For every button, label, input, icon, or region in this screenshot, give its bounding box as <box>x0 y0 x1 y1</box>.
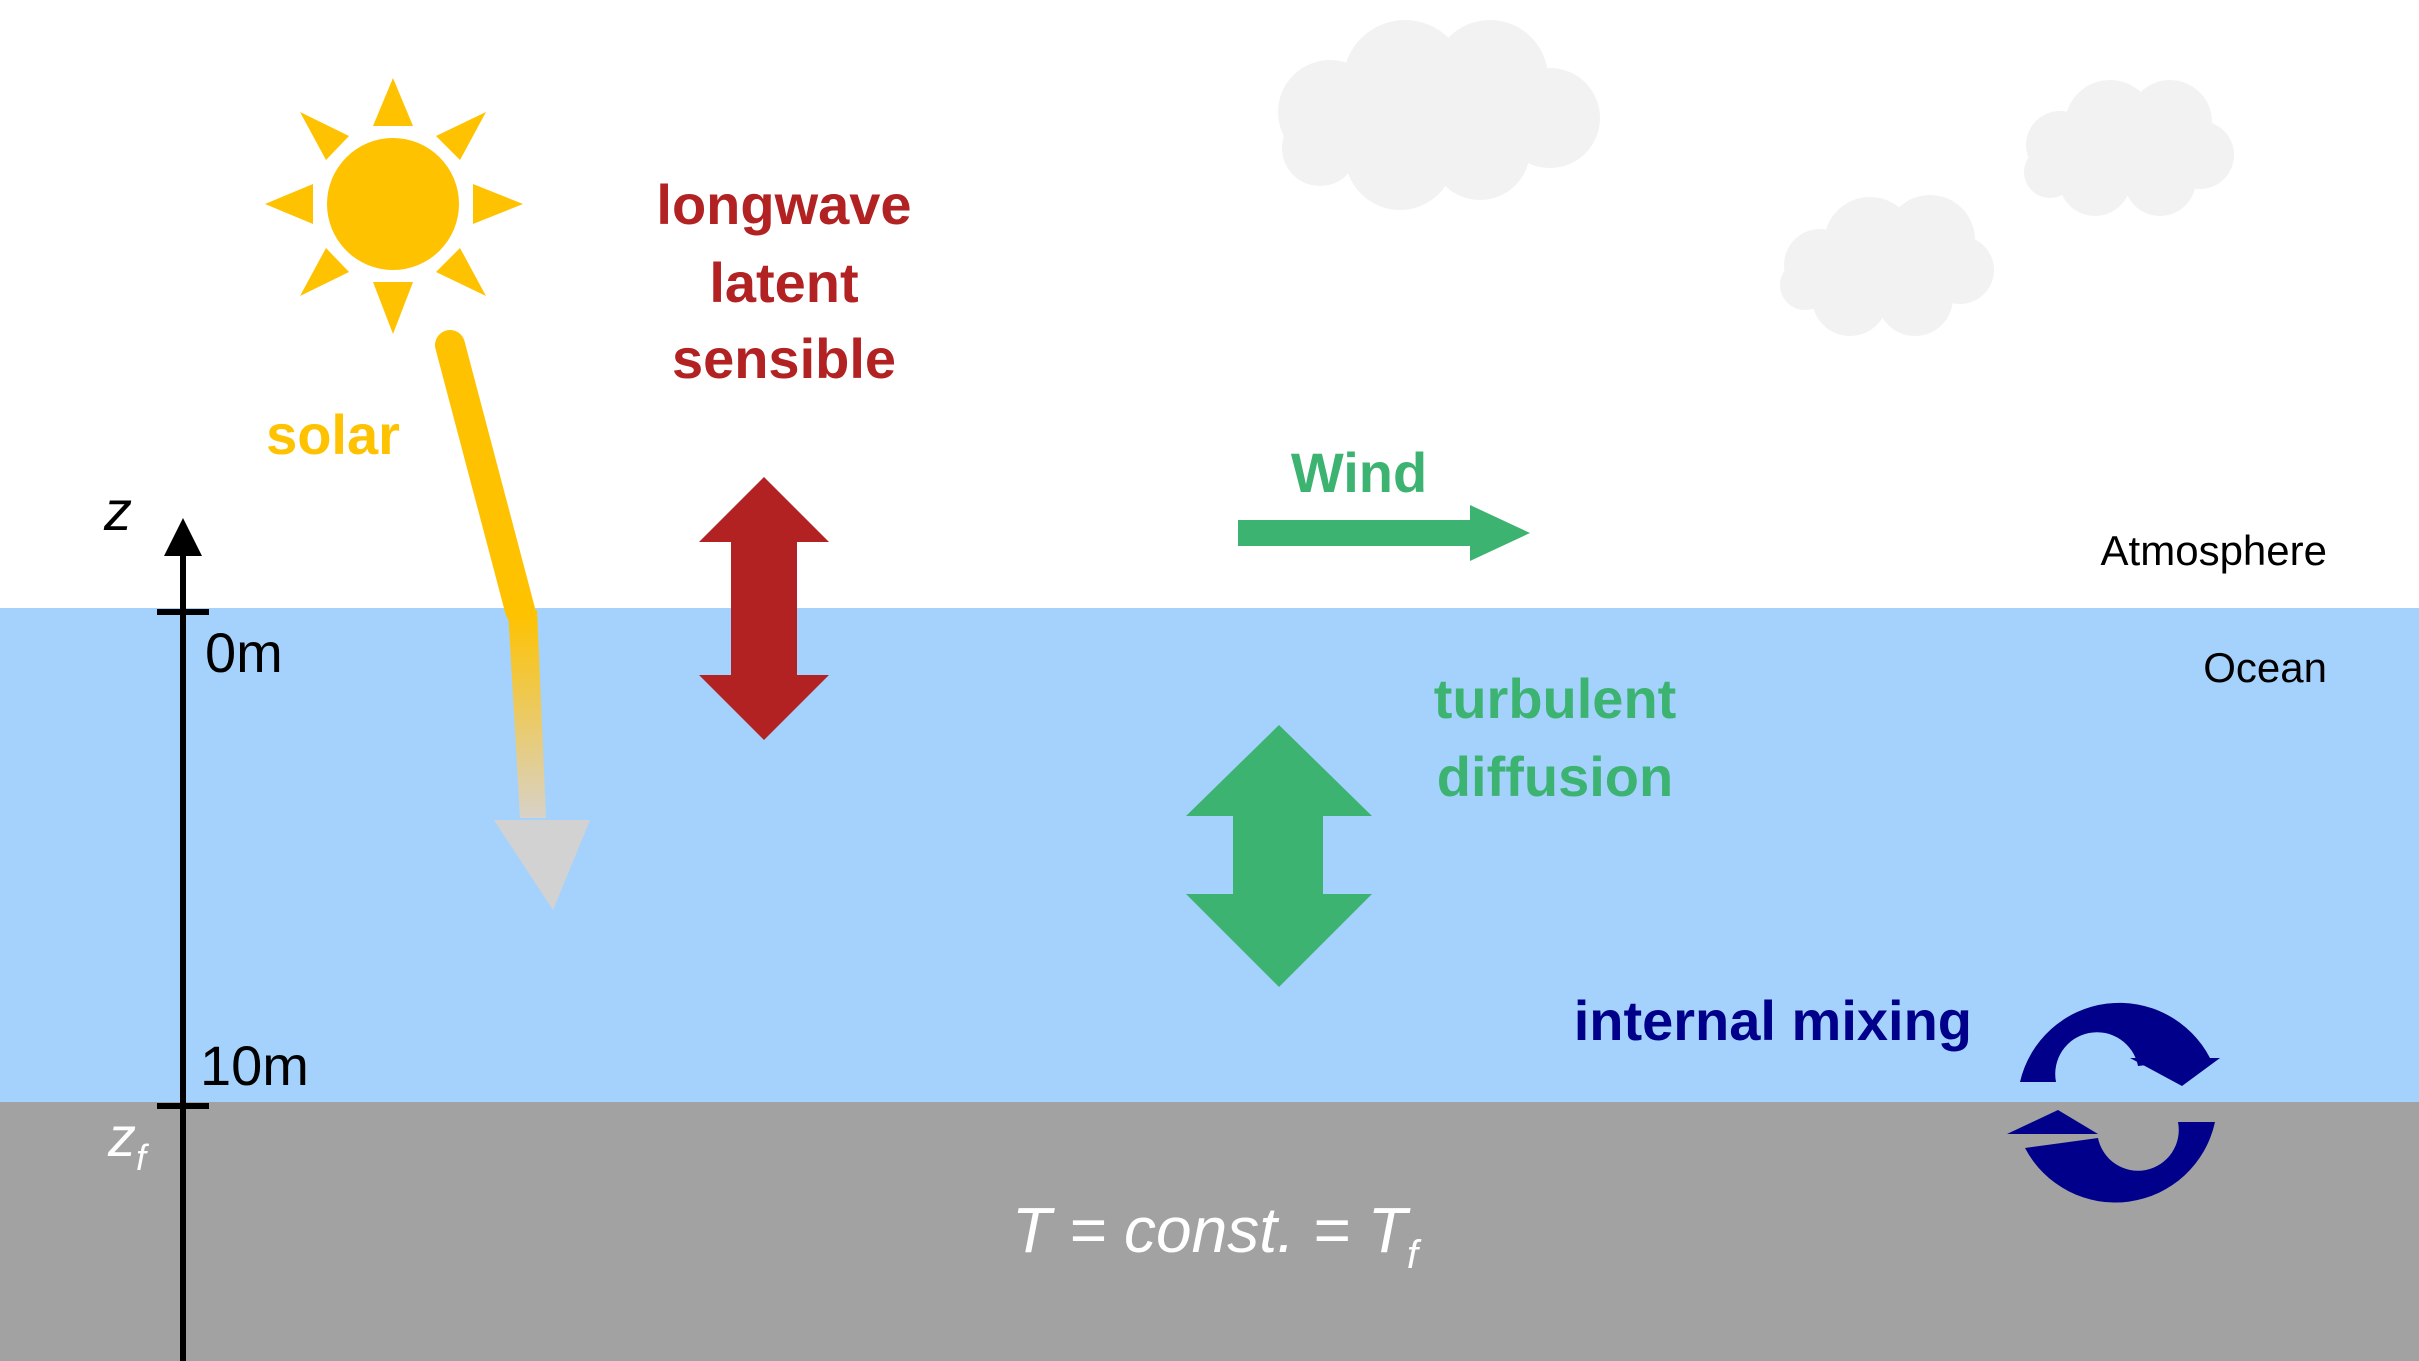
solar-ray-arrow-icon <box>435 330 590 910</box>
internal-mixing-cycle-icon <box>2007 1002 2220 1203</box>
z-axis-label: z <box>103 479 132 542</box>
seabed-layer <box>0 1102 2419 1361</box>
heat-flux-arrow-icon <box>699 477 829 740</box>
solar-label: solar <box>266 403 400 466</box>
diffusion-label: diffusion <box>1437 745 1673 808</box>
wind-arrow-icon <box>1238 505 1530 561</box>
turbulent-label: turbulent <box>1434 667 1677 730</box>
z-f-base: z <box>107 1105 136 1168</box>
tick-0m-label: 0m <box>205 621 283 684</box>
bottom-equation: T = const. = Tf <box>1012 1194 1422 1277</box>
ocean-label: Ocean <box>2203 644 2327 691</box>
turbulent-diffusion-arrow-icon <box>1186 725 1372 987</box>
cloud-icon <box>2024 80 2234 216</box>
heat-flux-label-latent: latent <box>709 251 858 314</box>
internal-mixing-label: internal mixing <box>1574 989 1972 1052</box>
heat-flux-label-sensible: sensible <box>672 327 896 390</box>
bottom-equation-main: T = const. = T <box>1012 1194 1411 1266</box>
atmosphere-label: Atmosphere <box>2101 527 2327 574</box>
heat-flux-label-longwave: longwave <box>656 173 911 236</box>
sky-region <box>0 0 2419 608</box>
ocean-layer <box>0 608 2419 1102</box>
tick-10m-label: 10m <box>200 1034 309 1097</box>
sun-icon <box>265 78 523 334</box>
wind-label: Wind <box>1291 441 1427 504</box>
cloud-icon <box>1780 195 1994 336</box>
z-axis <box>157 518 209 1361</box>
cloud-icon <box>1278 20 1600 210</box>
